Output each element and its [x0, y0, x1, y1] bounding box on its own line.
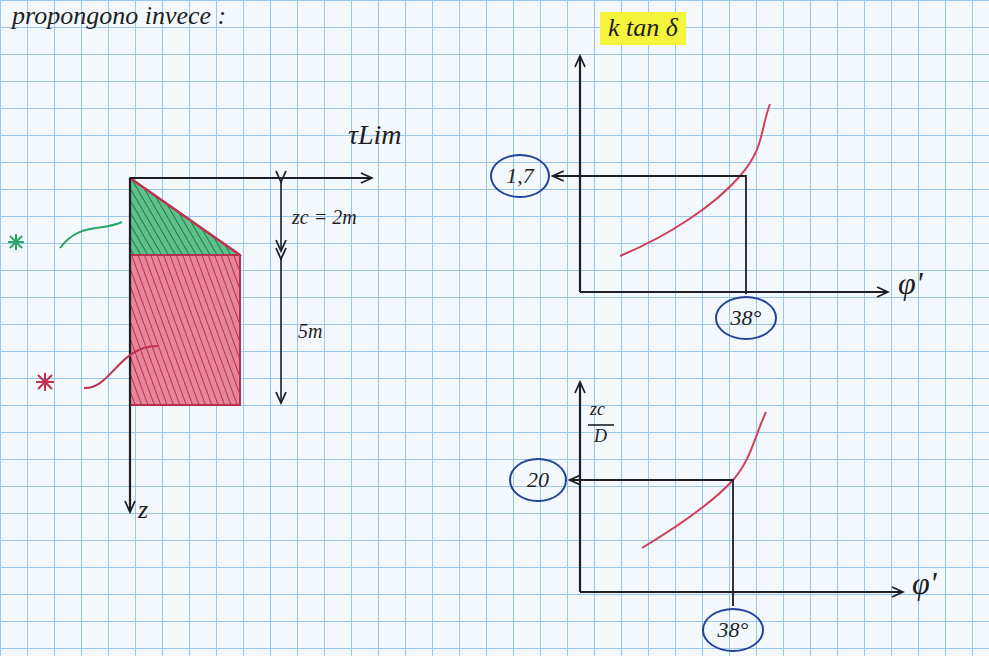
- node-text: k tan δ: [608, 14, 678, 43]
- red-rectangle: [130, 255, 240, 405]
- reading-arrow: [570, 480, 733, 606]
- stress-line: [130, 178, 240, 255]
- node-text: 20: [527, 468, 549, 492]
- axis-label: φ': [898, 266, 923, 301]
- axis-label: zc: [590, 400, 605, 420]
- tau-axis: [130, 177, 372, 179]
- dimension-label: 5m: [298, 320, 322, 342]
- circled-value: 20: [509, 458, 566, 502]
- fraction-bar: [588, 424, 614, 426]
- node-text: 38°: [731, 306, 762, 330]
- ktan-axis: [579, 56, 581, 292]
- heading-note: propongono invece :: [12, 2, 226, 31]
- reading-arrow: [553, 176, 746, 294]
- axis-label: D: [594, 427, 607, 447]
- curve: [620, 104, 770, 256]
- highlight-label: k tan δ: [600, 12, 686, 45]
- axis-label: z: [138, 496, 148, 525]
- phi-axis: [580, 291, 888, 293]
- circled-value: 38°: [702, 608, 765, 652]
- circled-value: 1,7: [490, 154, 550, 198]
- axis-label: φ': [912, 566, 937, 601]
- dimension-arrow: [280, 259, 282, 403]
- star-mark: [36, 373, 54, 391]
- axis-label: τLim: [348, 120, 402, 151]
- star-mark: [8, 234, 24, 250]
- phi-axis: [580, 591, 903, 593]
- z-axis: [129, 178, 131, 512]
- leader-line: [60, 222, 122, 248]
- dimension-arrow: [280, 182, 282, 251]
- green-triangle: [130, 178, 240, 255]
- green-star: [8, 222, 122, 250]
- dimension-label: zc = 2m: [292, 206, 357, 228]
- ratio-axis: [579, 382, 581, 592]
- red-star: [36, 346, 158, 391]
- leader-line: [84, 346, 158, 388]
- circled-value: 38°: [715, 296, 778, 340]
- node-text: 1,7: [506, 164, 534, 188]
- node-text: 38°: [718, 618, 749, 642]
